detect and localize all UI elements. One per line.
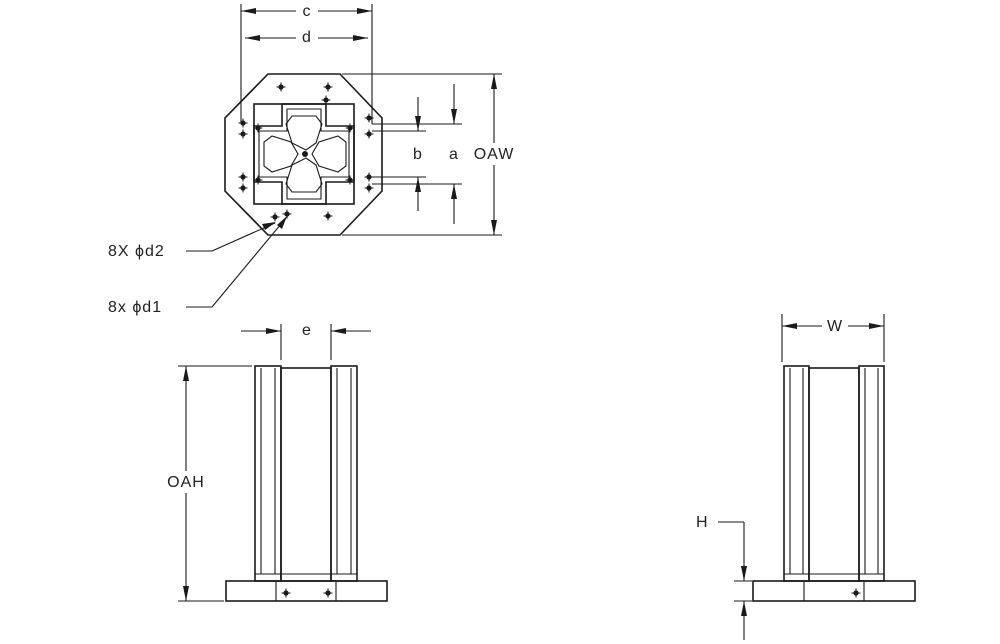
dim-oaw-label: OAW xyxy=(474,146,515,163)
callout-d2: 8X ϕd2 xyxy=(108,222,276,260)
callout-d2-label: 8X ϕd2 xyxy=(108,243,165,260)
side-column-left-rail xyxy=(783,365,810,582)
dim-oah: OAH xyxy=(164,365,252,602)
center-hole xyxy=(302,151,308,157)
dim-d-label: d xyxy=(302,29,312,46)
dim-a-label: a xyxy=(449,146,459,163)
side-column-right-rail xyxy=(858,365,885,582)
dim-c-label: c xyxy=(303,3,312,20)
side-base-plate xyxy=(752,580,916,602)
dim-e: e xyxy=(241,322,371,360)
side-column-center-body xyxy=(808,367,860,582)
dim-b-label: b xyxy=(413,146,423,163)
octagon-base-plate xyxy=(224,73,383,236)
front-view: e OAH xyxy=(164,322,388,602)
dim-h-label: H xyxy=(696,514,709,531)
column-right-rail xyxy=(330,365,358,582)
side-view: W H xyxy=(696,314,916,640)
front-base-plate xyxy=(225,580,388,602)
column-left-rail xyxy=(254,365,282,582)
pocket-right xyxy=(311,135,347,173)
dim-e-label: e xyxy=(302,322,312,339)
dim-h: H xyxy=(696,514,752,640)
pocket-bottom xyxy=(285,157,323,193)
dim-w: W xyxy=(781,314,885,362)
top-view xyxy=(224,73,383,236)
cruciform-profile xyxy=(253,103,355,205)
dim-a: a xyxy=(372,84,462,224)
callout-d1: 8x ϕd1 xyxy=(108,216,287,316)
pocket-top xyxy=(285,115,323,151)
dim-oaw: OAW xyxy=(342,73,520,236)
dim-c: c xyxy=(240,0,373,124)
pocket-left xyxy=(263,135,299,173)
dim-w-label: W xyxy=(827,318,843,335)
dim-d: d xyxy=(245,27,368,47)
dim-oah-label: OAH xyxy=(167,474,205,491)
callout-d1-label: 8x ϕd1 xyxy=(108,299,162,316)
column-center-body xyxy=(280,367,332,582)
